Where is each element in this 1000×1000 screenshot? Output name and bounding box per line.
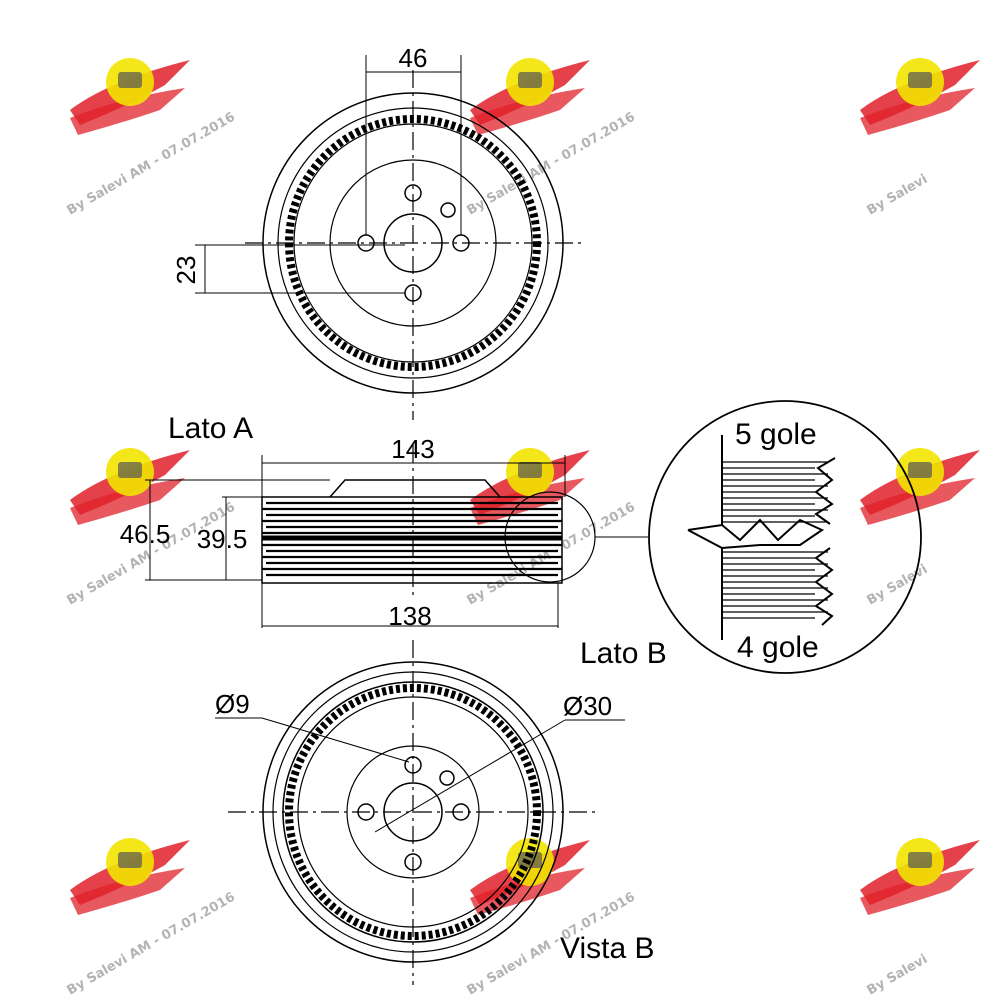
rubber-damper-ring <box>285 684 541 940</box>
watermark-logo <box>70 838 190 915</box>
groove-center-web <box>687 518 825 550</box>
damper-ring-inner <box>293 123 533 363</box>
dimension-offset: 23 <box>171 256 201 285</box>
dimension-overall-height: 46.5 <box>120 519 171 549</box>
detail-label-bottom: 4 gole <box>737 631 819 664</box>
bolt-hole <box>404 756 422 774</box>
watermark-logo <box>470 58 590 135</box>
groove-profile-top <box>814 457 836 525</box>
watermark-logo <box>470 448 590 525</box>
locating-hole <box>439 770 455 786</box>
center-bore <box>383 782 443 842</box>
outer-rim <box>262 92 564 394</box>
outer-rim <box>262 661 564 963</box>
hub-boss <box>329 479 501 498</box>
watermark-logo <box>70 448 190 525</box>
locating-hole <box>440 202 456 218</box>
watermark-text: By Salevi <box>865 172 931 219</box>
watermark-logo <box>70 58 190 135</box>
pulley-grooves <box>262 501 562 577</box>
dimension-small-hole-diameter: Ø9 <box>215 689 250 719</box>
rubber-damper-ring <box>285 115 541 371</box>
pulley-side-view: 143 138 46.5 39.5 <box>120 434 648 631</box>
hub-outline <box>346 745 480 879</box>
dimension-hole-spacing: 46 <box>399 43 428 73</box>
view-label-lato-a: Lato A <box>168 412 253 445</box>
detail-label-top: 5 gole <box>735 418 817 451</box>
watermark-logo <box>860 58 980 135</box>
rim-inner-edge <box>277 107 549 379</box>
watermark-logo <box>860 448 980 525</box>
groove-detail-view: 5 gole 4 gole <box>648 400 922 674</box>
groove-profile-bottom <box>814 547 834 626</box>
hub-outline <box>329 159 497 327</box>
bolt-hole <box>404 853 422 871</box>
view-label-vista-b: Vista B <box>560 932 655 965</box>
view-label-lato-b: Lato B <box>580 637 667 670</box>
watermark-text: By Salevi <box>865 952 931 999</box>
dimension-body-height: 39.5 <box>197 524 248 554</box>
bolt-hole <box>404 184 422 202</box>
watermark-logo <box>860 838 980 915</box>
damper-ring-inner <box>297 696 529 928</box>
pulley-front-view-lato-a: 46 23 Lato A <box>168 43 585 445</box>
pulley-rear-view-vista-b: Ø9 Ø30 Vista B <box>215 640 655 985</box>
dimension-body-width: 138 <box>388 601 431 631</box>
dimension-overall-width: 143 <box>391 434 434 464</box>
watermark-text: By Salevi <box>865 562 931 609</box>
bolt-hole <box>357 803 375 821</box>
detail-circle <box>648 400 922 674</box>
leader-line <box>374 719 566 833</box>
groove-hatching <box>722 461 828 619</box>
leader-line <box>261 717 410 763</box>
center-bore <box>383 213 443 273</box>
rim-inner-edge <box>272 671 554 953</box>
rim-step <box>282 681 544 943</box>
dimension-center-bore-diameter: Ø30 <box>563 691 612 721</box>
bolt-hole <box>452 803 470 821</box>
